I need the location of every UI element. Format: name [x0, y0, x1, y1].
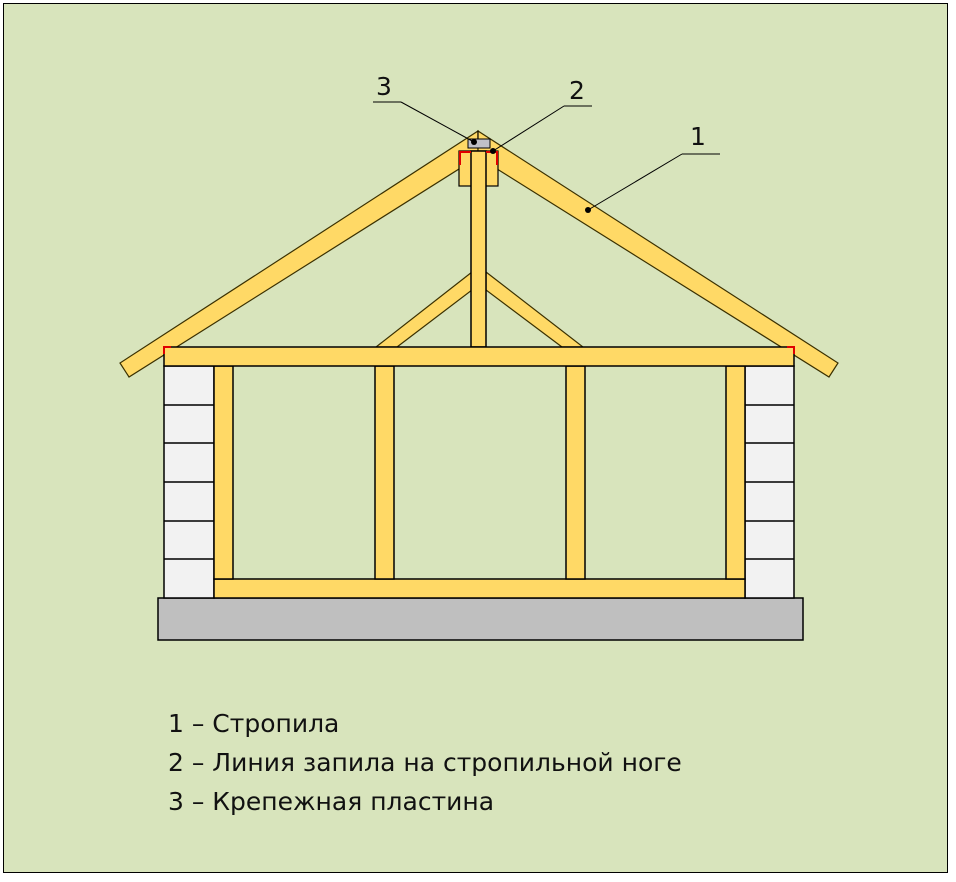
ridge-cut-line	[459, 151, 471, 165]
legend-item-cut-line: 2 – Линия запила на стропильной ноге	[168, 748, 682, 777]
left-brick-pillar	[163, 365, 215, 599]
callout-leader-1	[585, 153, 720, 213]
callout-leader-2	[490, 105, 592, 154]
legend-item-fastening-plate: 3 – Крепежная пластина	[168, 787, 495, 816]
fastening-plate	[467, 138, 491, 149]
right-eave-cut-line	[787, 346, 795, 354]
left-rafter	[119, 129, 479, 378]
callout-label-3: 3	[376, 72, 392, 101]
wall-stud-3	[565, 365, 586, 580]
right-strut	[485, 270, 585, 348]
wall-stud-2	[374, 365, 395, 580]
callout-label-2: 2	[569, 76, 585, 105]
top-tie-beam	[163, 346, 795, 367]
callout-label-1: 1	[690, 122, 706, 151]
foundation-slab	[157, 597, 804, 641]
bottom-plate	[213, 578, 746, 599]
wall-stud-1	[213, 365, 234, 580]
left-eave-cut-line	[163, 346, 171, 354]
right-brick-pillar	[744, 365, 795, 599]
king-post	[470, 150, 487, 348]
callout-leader-3	[373, 101, 477, 145]
legend-item-rafters: 1 – Стропила	[168, 709, 340, 738]
left-strut	[374, 270, 473, 348]
ridge-cut-line-right	[486, 151, 498, 165]
legend: 1 – Стропила 2 – Линия запила на стропил…	[168, 704, 682, 821]
wall-stud-4	[725, 365, 746, 580]
